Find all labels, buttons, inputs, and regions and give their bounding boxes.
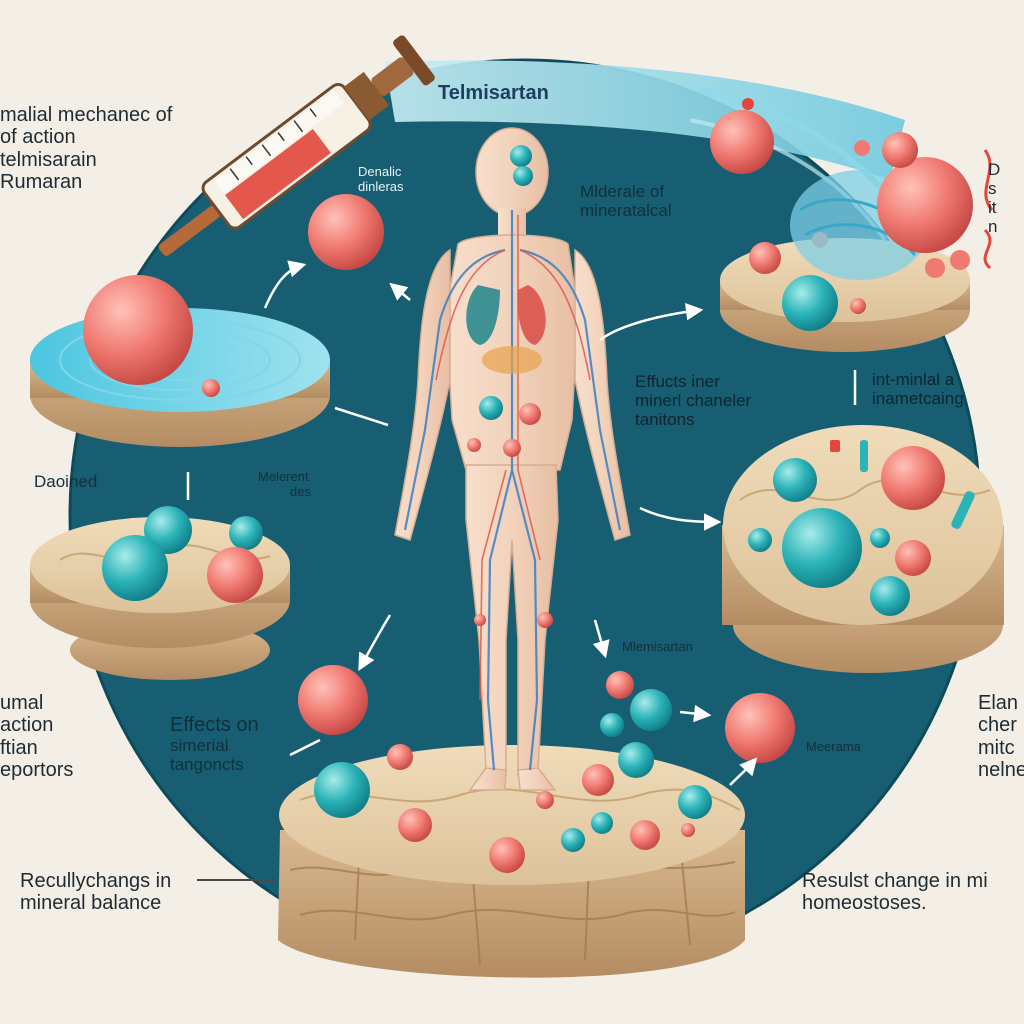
caption-line: des [290,483,311,499]
small-caption-line: Denalic [358,164,402,179]
effects-channel-caption: Effucts iner minerl chaneler tanitons [635,372,751,429]
margin-line: umal [0,692,44,714]
margin-line: s [988,179,997,199]
top-left-line: malial mechanec of [0,104,173,126]
margin-line: cher [978,714,1017,737]
flow-arrows [186,260,857,786]
caption-line: inametcaing [872,389,964,409]
result-line: Resulst change in mi [802,870,988,892]
drug-title: Telmisartan [438,82,549,104]
caption-line: mineratalcal [580,201,672,221]
caption-line: minerl chaneler [635,391,752,411]
inametcaing-caption: int-minlal a inametcaing [872,370,964,408]
floating-spheres [298,194,795,778]
margin-line: n [988,217,998,237]
margin-line: it [988,198,997,218]
caption-line: simerial [170,736,229,756]
caption-line: tanitons [635,410,695,430]
water-disc [30,275,330,447]
caption-line: tangoncts [170,755,244,775]
top-left-caption: malial mechanec of of action telmisarain… [0,104,172,194]
drug-title-text: Telmisartan [438,82,549,104]
rock-disc-right [722,425,1004,673]
top-left-line: telmisarain [0,148,97,171]
margin-line: mitc [978,736,1015,759]
top-right-margin-caption: D s it n [988,160,1000,236]
top-left-line: Rumaran [0,171,83,194]
caption-line: Effucts iner [635,372,720,391]
margin-line: eportors [0,759,74,782]
margin-line: D [988,160,1001,179]
small-caption-line: dinleras [358,178,404,194]
margin-line: nelne [978,759,1024,782]
top-center-right-caption: Mlderale of mineratalcal [580,182,672,220]
result-line: homeostoses. [802,892,927,915]
rock-disc-left [30,506,290,680]
pedestal-rock [278,744,745,978]
result-line: mineral balance [20,892,162,915]
caption-line: Mlemisartan [622,639,693,654]
result-left-caption: Recullychangs in mineral balance [20,870,171,915]
effects-transporters-caption: Effects on simerial tangoncts [170,714,259,774]
daoined-caption: Daoined [34,472,97,491]
caption-line: Mlderale of [580,182,665,201]
mlemisartan-caption: Mlemisartan [622,639,693,655]
human-figure [394,127,631,791]
top-center-small-caption: Denalic dinleras [358,164,404,194]
meerama-caption: Meerama [806,739,861,755]
caption-line: Daoined [34,472,98,491]
caption-line: Meerama [806,739,861,754]
top-left-line: of action [0,126,76,149]
bottom-right-margin-caption: Elan cher mitc nelne [978,692,1024,782]
receptor-cluster [710,98,994,280]
result-right-caption: Resulst change in mi homeostoses. [802,870,988,915]
melerent-caption: Melerent des [258,469,311,499]
flow-band [385,60,905,181]
rock-disc-upper-right [720,232,970,352]
result-line: Recullychangs in [20,870,172,892]
caption-line: int-minlal a [872,370,955,389]
margin-line: action [0,714,54,737]
margin-line: Elan [978,692,1019,714]
caption-line: Effects on [170,714,259,736]
syringe-icon [158,35,435,256]
margin-line: ftian [0,736,38,759]
bottom-left-margin-caption: umal action ftian eportors [0,692,73,782]
caption-line: Melerent [258,469,309,484]
